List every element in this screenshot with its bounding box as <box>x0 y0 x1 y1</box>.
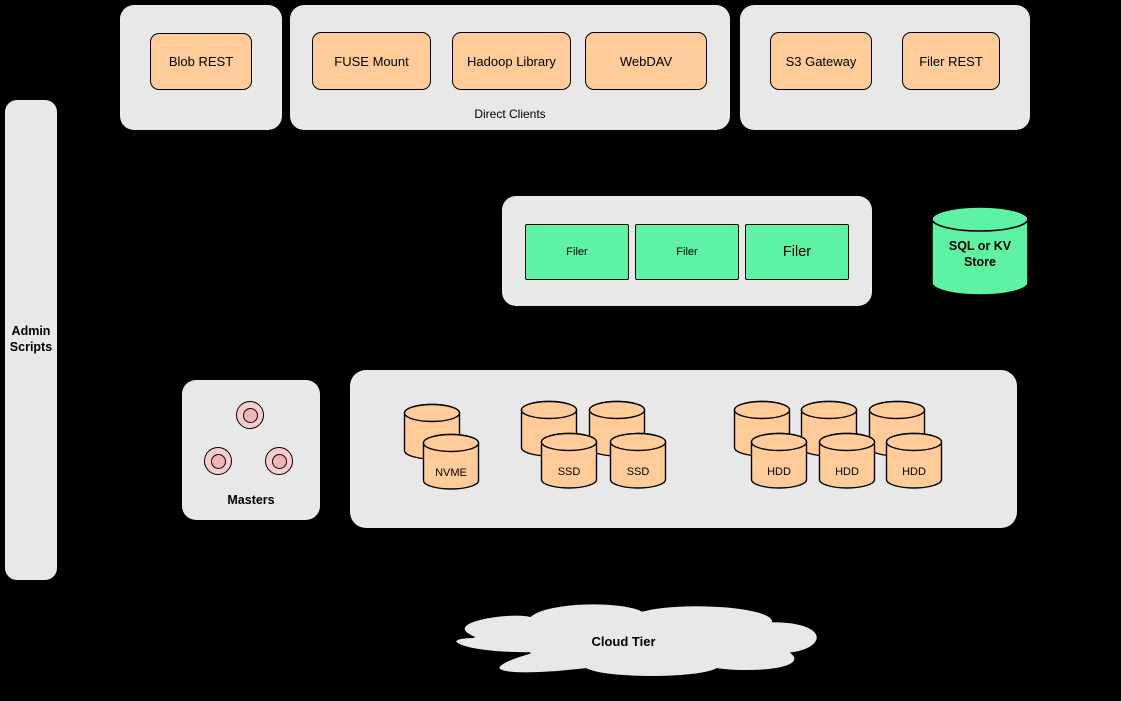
node-filer-1: Filer <box>525 224 629 280</box>
ssd-cylinder-icon: SSD <box>540 432 598 490</box>
volume-servers-group: NVME SSD SSD <box>350 370 1017 528</box>
node-filer-rest-label: Filer REST <box>919 53 983 69</box>
blob-client-group: Blob REST <box>120 5 282 130</box>
nvme-label: NVME <box>435 467 467 479</box>
gateway-group: S3 Gateway Filer REST <box>740 5 1030 130</box>
sql-kv-store-label: SQL or KV Store <box>948 239 1012 269</box>
node-s3-gateway-label: S3 Gateway <box>785 53 857 69</box>
direct-clients-group: FUSE Mount Hadoop Library WebDAV Direct … <box>290 5 730 130</box>
database-cylinder-icon <box>931 206 1029 296</box>
direct-clients-caption: Direct Clients <box>474 107 546 121</box>
node-s3-gateway: S3 Gateway <box>770 32 872 90</box>
admin-scripts-label: Admin Scripts <box>9 324 53 354</box>
masters-caption: Masters <box>227 493 275 508</box>
hdd-cylinder-icon: HDD <box>885 432 943 490</box>
master-node-icon <box>236 401 264 429</box>
cloud-icon <box>454 602 819 678</box>
node-webdav: WebDAV <box>585 32 707 90</box>
node-fuse-mount: FUSE Mount <box>312 32 431 90</box>
master-node-inner-icon <box>271 453 287 469</box>
node-filer-rest: Filer REST <box>902 32 1000 90</box>
node-filer-3-label: Filer <box>782 244 812 260</box>
node-sql-kv-store: SQL or KV Store <box>930 205 1030 297</box>
hdd-label: HDD <box>767 466 791 478</box>
hdd-cylinder-icon: HDD <box>750 432 808 490</box>
node-filer-2-label: Filer <box>676 246 698 258</box>
master-node-inner-icon <box>242 407 258 423</box>
master-node-icon <box>265 447 293 475</box>
node-hadoop-library: Hadoop Library <box>452 32 571 90</box>
hdd-cylinder-icon: HDD <box>818 432 876 490</box>
masters-group: Masters <box>182 380 320 520</box>
node-fuse-mount-label: FUSE Mount <box>334 53 409 69</box>
master-node-icon <box>204 447 232 475</box>
node-blob-rest: Blob REST <box>150 33 252 90</box>
admin-scripts-bar: Admin Scripts <box>5 100 57 580</box>
filer-group: Filer Filer Filer <box>502 196 872 306</box>
node-hadoop-library-label: Hadoop Library <box>467 53 556 69</box>
nvme-cylinder-icon: NVME <box>422 433 480 491</box>
hdd-label: HDD <box>902 466 926 478</box>
node-filer-2: Filer <box>635 224 739 280</box>
master-node-inner-icon <box>210 453 226 469</box>
cloud-tier: Cloud Tier <box>437 590 819 697</box>
ssd-label: SSD <box>557 466 581 478</box>
nvme-cylinder-back-icon <box>403 403 461 461</box>
cloud-tier-label: Cloud Tier <box>591 634 656 649</box>
ssd-label: SSD <box>626 466 650 478</box>
ssd-cylinder-icon: SSD <box>609 432 667 490</box>
hdd-label: HDD <box>835 466 859 478</box>
node-filer-1-label: Filer <box>566 246 588 258</box>
node-webdav-label: WebDAV <box>619 53 673 69</box>
node-blob-rest-label: Blob REST <box>168 54 234 69</box>
node-filer-3: Filer <box>745 224 849 280</box>
